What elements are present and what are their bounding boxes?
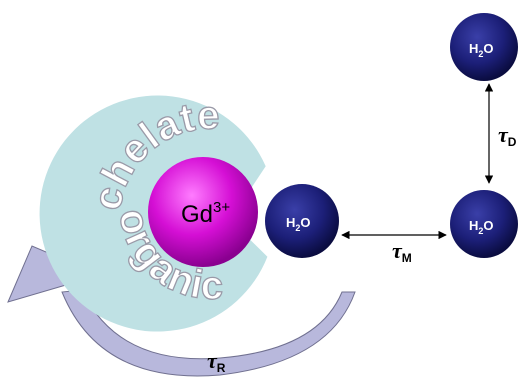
diffusing-water-label: H2O bbox=[469, 41, 494, 59]
tau-m-label: τM bbox=[392, 238, 412, 265]
bulk-water-label: H2O bbox=[469, 218, 494, 236]
gd-label: Gd3+ bbox=[181, 199, 230, 228]
bulk-water bbox=[450, 190, 518, 258]
bound-water bbox=[265, 184, 339, 258]
gd-ion bbox=[148, 157, 258, 267]
diffusing-water bbox=[450, 13, 518, 81]
rotation-arrow bbox=[61, 289, 356, 377]
bound-water-label: H2O bbox=[286, 215, 311, 233]
tau-r-label: τR bbox=[207, 348, 226, 375]
tau-d-label: τD bbox=[498, 122, 517, 149]
